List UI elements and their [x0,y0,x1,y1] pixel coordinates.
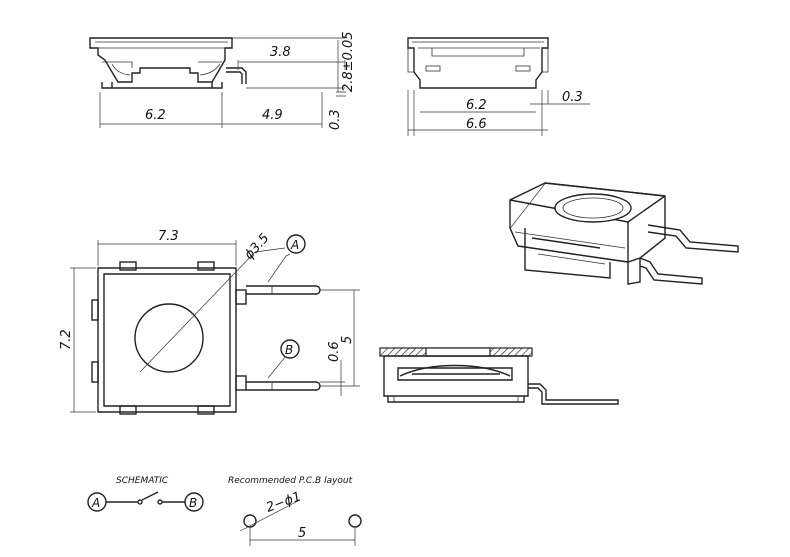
dim-top-height: 7.2 [59,329,74,350]
dim-top-diameter: ϕ3.5 [242,231,273,263]
cross-section-view [379,347,619,405]
dim-side-top: 3.8 [270,45,291,60]
schematic: SCHEMATIC A B [87,476,204,512]
dim-side-body: 6.2 [145,108,166,123]
dim-top-lead: 0.6 [327,341,342,362]
dim-top-width: 7.3 [158,229,179,244]
pcb-layout-title: Recommended P.C.B layout [228,476,353,486]
dim-pcb-pitch: 5 [298,526,306,541]
dim-side-height: 2.8±0.05 [341,31,356,92]
dim-pcb-hole: 2−ϕ1 [264,489,303,515]
isometric-view [509,182,739,285]
schematic-title: SCHEMATIC [116,476,169,486]
dim-front-total: 6.6 [466,117,487,132]
schematic-terminal-a: A [91,496,100,510]
dim-side-thick: 0.3 [328,109,343,130]
dim-front-lead: 0.3 [562,90,583,105]
top-view: A B 7.3 ϕ3.5 7.2 5 0.6 [59,229,360,415]
terminal-b-label: B [285,343,293,357]
dim-front-body: 6.2 [466,98,487,113]
terminal-a-label: A [290,238,299,252]
dim-top-pitch: 5 [340,336,355,344]
pcb-layout: Recommended P.C.B layout 2−ϕ1 5 [228,476,362,546]
front-view: 0.3 6.2 6.6 [407,37,590,136]
side-view: 3.8 2.8±0.05 6.2 4.9 0.3 [89,31,356,130]
dim-side-lead: 4.9 [262,108,283,123]
schematic-terminal-b: B [189,496,197,510]
